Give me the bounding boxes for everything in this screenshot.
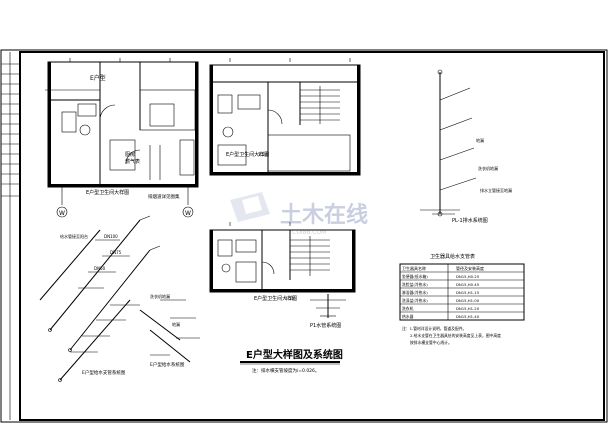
- supply-legend: E户型给水支管系统图: [82, 369, 126, 376]
- supply-label-3: DN50: [94, 266, 106, 271]
- plan-bottom: [209, 222, 356, 293]
- table-cell-4-0: 洗衣机: [402, 306, 414, 311]
- table-cell-2-0: 淋浴器(冷热水): [402, 290, 428, 295]
- p1-system-diagram: [310, 294, 346, 318]
- table-cell-5-1: DN15,H1.40: [456, 314, 480, 319]
- table-cell-1-0: 洗脸盆(冷热水): [402, 282, 428, 287]
- supply-label-1: DN100: [104, 234, 118, 239]
- plan-bottom-scale: 1:50: [285, 296, 294, 301]
- p1-title: P1水管系统图: [310, 322, 341, 329]
- axis-label-right: W: [185, 210, 191, 217]
- table-cell-3-0: 洗涤盆(冷热水): [402, 298, 428, 303]
- supply-label-4: 洗衣机地漏: [150, 293, 170, 299]
- table-cell-3-1: DN15,H1.00: [456, 298, 480, 303]
- watermark-logo: [230, 192, 270, 222]
- pl1-label-2: 排水立管接至地漏: [480, 187, 512, 193]
- pl1-system-diagram: [420, 69, 477, 217]
- table-note-0: 注：1.管材详设计说明，管道及配件。: [402, 326, 466, 331]
- axis-marker-right: [182, 206, 194, 218]
- plan-top-right-title: E户型卫生间大样图: [226, 151, 269, 158]
- pl1-title: PL-1排水系统图: [452, 217, 488, 224]
- table-cell-2-1: DN15,H1.15: [456, 290, 480, 295]
- plan-top-left-note: 排烟道详见图集: [148, 193, 180, 200]
- table-note-1: 2.给水支管在卫生器具处的安装高度见上表，图中高度: [410, 333, 501, 338]
- fixture-table: [399, 263, 525, 321]
- main-title: E户型大样图及系统图: [246, 348, 343, 361]
- scale-note: 注：排水横支管坡度为i=0.026。: [252, 367, 319, 374]
- supply-label-5: 地漏: [172, 321, 180, 327]
- plan-top-right: [209, 58, 361, 176]
- plan-top-left-room: E户型: [90, 74, 106, 82]
- watermark-text: 土木在线: [280, 202, 368, 228]
- title-block-strip: [1, 52, 20, 420]
- table-cell-4-1: DN15,H1.20: [456, 306, 480, 311]
- axis-marker-left: [56, 206, 68, 218]
- pl1-label-0: 地漏: [476, 137, 484, 143]
- table-cell-1-1: DN15,H0.45: [456, 282, 480, 287]
- drawing-frame: [19, 51, 605, 421]
- sheet-border: [0, 49, 608, 423]
- plan-top-left-title: E户型卫生间大样图: [86, 189, 129, 196]
- plan-bottom-title: E户型卫生间大样图: [254, 295, 297, 302]
- pl1-label-1: 洗衣机地漏: [478, 165, 498, 171]
- table-title: 卫生器具给水支管表: [430, 253, 475, 260]
- table-note-2: 按排水横支管中心线计。: [410, 340, 452, 345]
- table-cell-0-1: DN15,H0.25: [456, 274, 480, 279]
- plan-top-left-kitchen: 厨房: [125, 151, 135, 158]
- supply-label-0: 给水管接至阳台: [60, 233, 88, 239]
- table-header-0: 卫生器具名称: [402, 265, 426, 271]
- supply-label-2: DN75: [110, 250, 122, 255]
- supply-isometric: [39, 215, 200, 382]
- watermark-domain: COI88.COM: [292, 229, 326, 236]
- table-header-1: 管径及安装高度: [456, 265, 484, 271]
- supply-title: E户型给水系统图: [150, 361, 185, 368]
- plan-top-left: [45, 58, 199, 205]
- table-cell-0-0: 坐便器(低水箱): [402, 274, 428, 279]
- axis-label-left: W: [59, 210, 65, 217]
- table-cell-5-0: 热水器: [402, 314, 414, 319]
- plan-top-right-scale: 1:50: [258, 152, 267, 157]
- plan-top-left-meter: 燃气表: [125, 158, 140, 165]
